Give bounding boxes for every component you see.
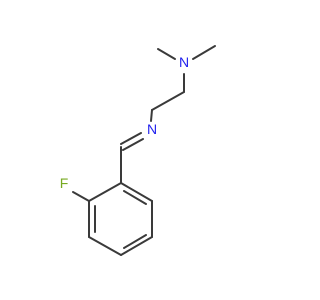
ring-double-inner-2 xyxy=(123,234,147,249)
bond-ch2-ch2 xyxy=(151,91,185,111)
bond-ring-fluorine xyxy=(72,191,90,202)
amine-nitrogen-label: N xyxy=(179,54,189,70)
ring-bond-c6-c1 xyxy=(120,182,153,202)
bond-imine-double-inner xyxy=(122,138,144,151)
ring-double-inner-3 xyxy=(123,190,147,205)
ring-bond-c3-c4 xyxy=(88,236,122,256)
imine-nitrogen-label: N xyxy=(147,121,157,137)
structure-canvas: N N F xyxy=(60,45,216,256)
ring-bond-c1-c2 xyxy=(88,182,122,202)
fluorine-label: F xyxy=(60,175,69,191)
bond-imine-double-outer xyxy=(120,132,142,145)
bond-ch2-imine-n xyxy=(150,109,153,122)
bond-n-methyl-left xyxy=(157,48,176,60)
molecule-structure: N N F xyxy=(60,45,216,256)
ring-bond-c4-c5 xyxy=(120,236,153,256)
bond-n-methyl-right xyxy=(192,45,216,60)
